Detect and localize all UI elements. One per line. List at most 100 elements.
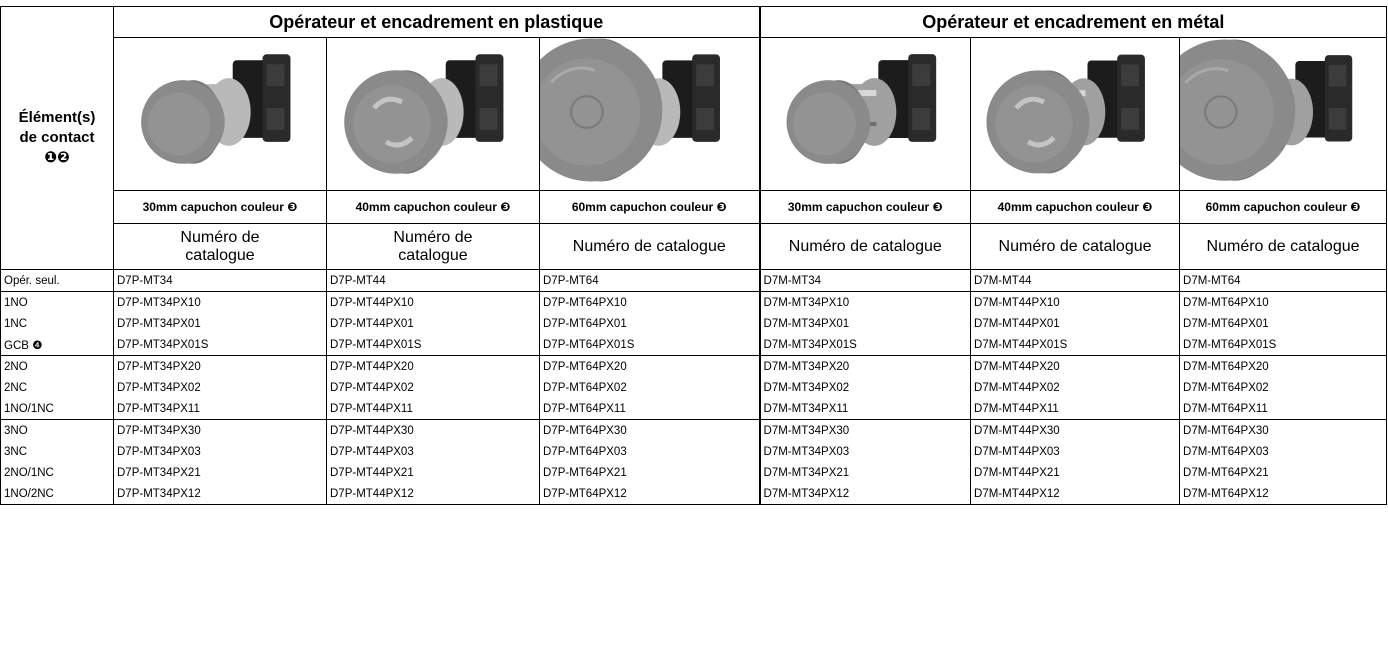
catalog-number-cell: D7M-MT44 [970, 269, 1181, 292]
catalog-number-cell: D7P-MT64PX21 [538, 462, 761, 483]
catalog-number-cell: D7M-MT64PX01 [1179, 313, 1388, 334]
catalog-number-cell: D7M-MT34PX01S [758, 334, 972, 356]
catalog-number-cell: D7P-MT34PX01S [113, 334, 327, 356]
catalog-number-cell: D7P-MT44PX01S [326, 334, 540, 356]
catalog-number-cell: D7P-MT34PX20 [113, 355, 327, 377]
catalog-number-cell: D7M-MT64PX20 [1179, 355, 1388, 377]
catalog-number-cell: D7M-MT34PX30 [758, 419, 972, 441]
catalog-number-cell: D7P-MT64PX01 [538, 313, 761, 334]
catalog-number-cell: D7P-MT44PX11 [326, 398, 540, 420]
plastic-30mm-button-image [113, 37, 327, 191]
push-button-illustration [1180, 39, 1353, 181]
catalog-number-cell: D7M-MT44PX12 [970, 483, 1181, 505]
catalog-number-cell: D7P-MT44PX21 [326, 462, 540, 483]
push-button-illustration [786, 54, 936, 164]
catalog-number-cell: D7M-MT34PX21 [758, 462, 972, 483]
catalog-number-cell: D7P-MT64PX12 [538, 483, 761, 505]
contact-label-line-3: ❶❷ [44, 149, 70, 166]
catalog-number-cell: D7M-MT64PX11 [1179, 398, 1388, 420]
catalog-number-cell: D7M-MT34PX12 [758, 483, 972, 505]
catalog-number-cell: D7M-MT34 [758, 269, 972, 292]
catalog-number-cell: D7M-MT34PX20 [758, 355, 972, 377]
contact-type-cell: 2NC [0, 377, 114, 398]
contact-type-cell: 3NO [0, 419, 114, 441]
cap-size-header: 30mm capuchon couleur ❸ [758, 190, 972, 224]
catalog-number-cell: D7P-MT44PX02 [326, 377, 540, 398]
push-button-illustration [344, 54, 504, 174]
catalog-number-header: Numéro de catalogue [758, 223, 972, 270]
contact-elements-header: Élément(s) de contact ❶❷ [0, 6, 114, 270]
cap-size-header: 60mm capuchon couleur ❸ [1179, 190, 1388, 224]
cap-size-header: 40mm capuchon couleur ❸ [970, 190, 1181, 224]
metal-40mm-button-image [970, 37, 1181, 191]
metal-30mm-button-image [758, 37, 972, 191]
catalog-number-cell: D7M-MT64PX21 [1179, 462, 1388, 483]
push-button-illustration [540, 38, 720, 182]
catalog-number-cell: D7M-MT44PX03 [970, 441, 1181, 462]
metal-60mm-button-image [1179, 37, 1388, 191]
catalog-number-cell: D7P-MT34PX10 [113, 291, 327, 313]
contact-type-cell: 1NO/2NC [0, 483, 114, 505]
plastic-40mm-button-image [326, 37, 540, 191]
contact-type-cell: Opér. seul. [0, 269, 114, 292]
catalog-table: Élément(s) de contact ❶❷ Opérateur et en… [0, 6, 1388, 505]
contact-type-cell: 2NO/1NC [0, 462, 114, 483]
push-button-illustration [986, 54, 1145, 174]
catalog-number-cell: D7P-MT34PX12 [113, 483, 327, 505]
catalog-number-cell: D7P-MT34 [113, 269, 327, 292]
catalog-number-cell: D7P-MT44PX30 [326, 419, 540, 441]
plastic-60mm-button-image [538, 37, 761, 191]
catalog-number-cell: D7P-MT64PX01S [538, 334, 761, 356]
catalog-number-cell: D7P-MT44PX01 [326, 313, 540, 334]
catalog-number-header: Numéro de catalogue [970, 223, 1181, 270]
cap-size-header: 60mm capuchon couleur ❸ [538, 190, 761, 224]
catalog-number-cell: D7M-MT44PX02 [970, 377, 1181, 398]
catalog-number-cell: D7P-MT64 [538, 269, 761, 292]
catalog-number-cell: D7M-MT34PX10 [758, 291, 972, 313]
contact-type-cell: GCB ❹ [0, 334, 114, 356]
catalog-number-cell: D7P-MT64PX02 [538, 377, 761, 398]
catalog-number-cell: D7M-MT64PX01S [1179, 334, 1388, 356]
plastic-group-header: Opérateur et encadrement en plastique [112, 6, 761, 38]
catalog-number-cell: D7P-MT34PX30 [113, 419, 327, 441]
catalog-number-cell: D7P-MT44PX20 [326, 355, 540, 377]
catalog-number-cell: D7M-MT64PX12 [1179, 483, 1388, 505]
catalog-number-cell: D7M-MT44PX21 [970, 462, 1181, 483]
catalog-number-cell: D7M-MT64PX30 [1179, 419, 1388, 441]
catalog-number-cell: D7P-MT44PX03 [326, 441, 540, 462]
catalog-number-cell: D7M-MT64 [1179, 269, 1388, 292]
contact-label-line-2: de contact [19, 129, 95, 146]
catalog-number-cell: D7P-MT34PX03 [113, 441, 327, 462]
catalog-number-cell: D7M-MT44PX01 [970, 313, 1181, 334]
catalog-number-cell: D7P-MT64PX20 [538, 355, 761, 377]
catalog-number-cell: D7M-MT64PX02 [1179, 377, 1388, 398]
catalog-number-cell: D7M-MT34PX03 [758, 441, 972, 462]
contact-type-cell: 2NO [0, 355, 114, 377]
cap-size-header: 30mm capuchon couleur ❸ [113, 190, 327, 224]
catalog-number-cell: D7P-MT44 [326, 269, 540, 292]
catalog-number-cell: D7M-MT44PX01S [970, 334, 1181, 356]
catalog-number-cell: D7M-MT44PX11 [970, 398, 1181, 420]
catalog-number-cell: D7M-MT34PX02 [758, 377, 972, 398]
catalog-number-cell: D7P-MT64PX11 [538, 398, 761, 420]
catalog-number-cell: D7P-MT34PX01 [113, 313, 327, 334]
metal-group-header: Opérateur et encadrement en métal [758, 6, 1388, 38]
catalog-number-header: Numéro de catalogue [538, 223, 761, 270]
catalog-number-cell: D7P-MT64PX30 [538, 419, 761, 441]
catalog-number-header: Numéro de catalogue [1179, 223, 1388, 270]
contact-type-cell: 1NO/1NC [0, 398, 114, 420]
catalog-number-cell: D7P-MT64PX03 [538, 441, 761, 462]
catalog-number-header: Numéro de catalogue [326, 223, 540, 270]
contact-type-cell: 3NC [0, 441, 114, 462]
catalog-number-cell: D7M-MT44PX30 [970, 419, 1181, 441]
